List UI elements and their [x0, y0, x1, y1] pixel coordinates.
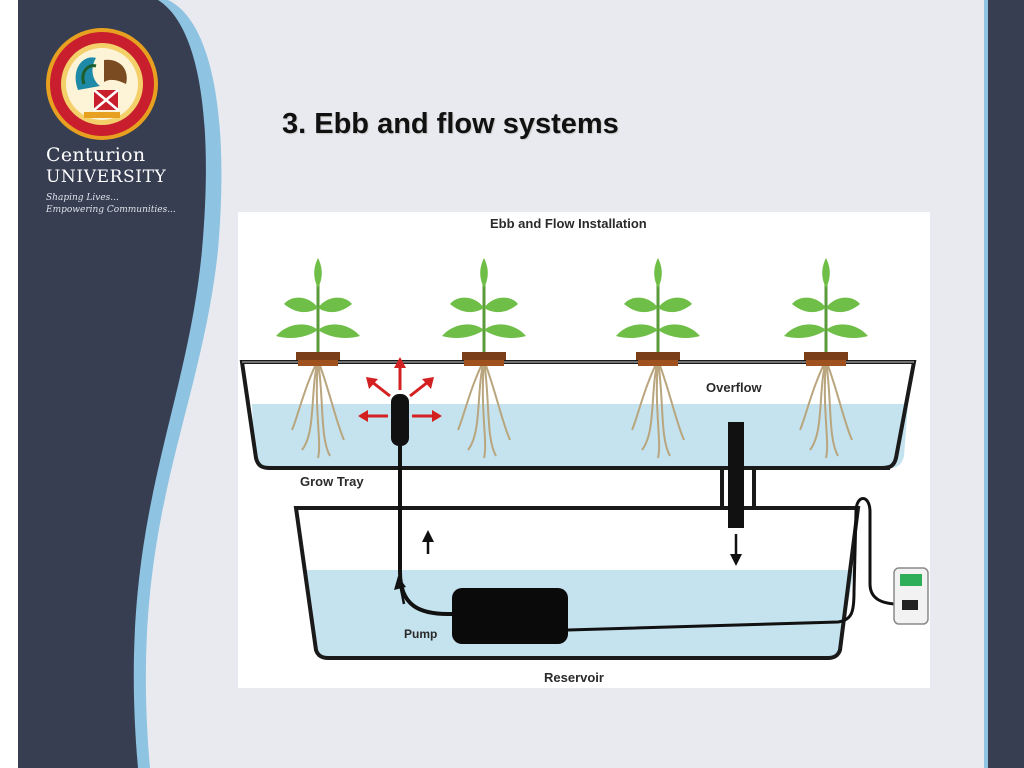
tagline-line1: Shaping Lives...: [46, 193, 119, 203]
brand-tagline: Shaping Lives... Empowering Communities.…: [46, 192, 196, 216]
pump: [452, 588, 568, 644]
brand-name-line1: Centurion: [46, 144, 146, 166]
label-pump: Pump: [404, 627, 437, 641]
timer-socket: [893, 567, 929, 625]
university-seal-logo: [46, 28, 158, 140]
supply-tube: [398, 446, 456, 616]
reservoir: [293, 506, 861, 660]
brand-name-line2: UNIVERSITY: [46, 167, 167, 187]
overflow-down-arrow: [730, 534, 742, 566]
flood-nozzle: [391, 394, 409, 446]
plant-1: [276, 258, 360, 459]
label-reservoir: Reservoir: [544, 670, 604, 685]
ebb-flow-diagram: Ebb and Flow Installation: [238, 212, 930, 688]
plant-4: [784, 258, 868, 459]
plant-3: [616, 258, 700, 459]
label-grow-tray: Grow Tray: [300, 474, 364, 489]
overflow-pipe: [728, 422, 744, 528]
flow-up-arrow: [394, 576, 406, 605]
slide-title: 3. Ebb and flow systems: [282, 108, 619, 140]
diagram-title: Ebb and Flow Installation: [490, 216, 647, 231]
spray-arrows: [358, 357, 442, 422]
tagline-line2: Empowering Communities...: [46, 205, 176, 215]
right-side-bar: [986, 0, 1024, 768]
tray-base-connector: [268, 466, 890, 508]
label-overflow: Overflow: [706, 380, 763, 395]
plant-2: [442, 258, 526, 459]
left-sidebar: [18, 0, 206, 768]
flow-up-arrow: [422, 530, 434, 554]
power-cable: [567, 497, 899, 632]
